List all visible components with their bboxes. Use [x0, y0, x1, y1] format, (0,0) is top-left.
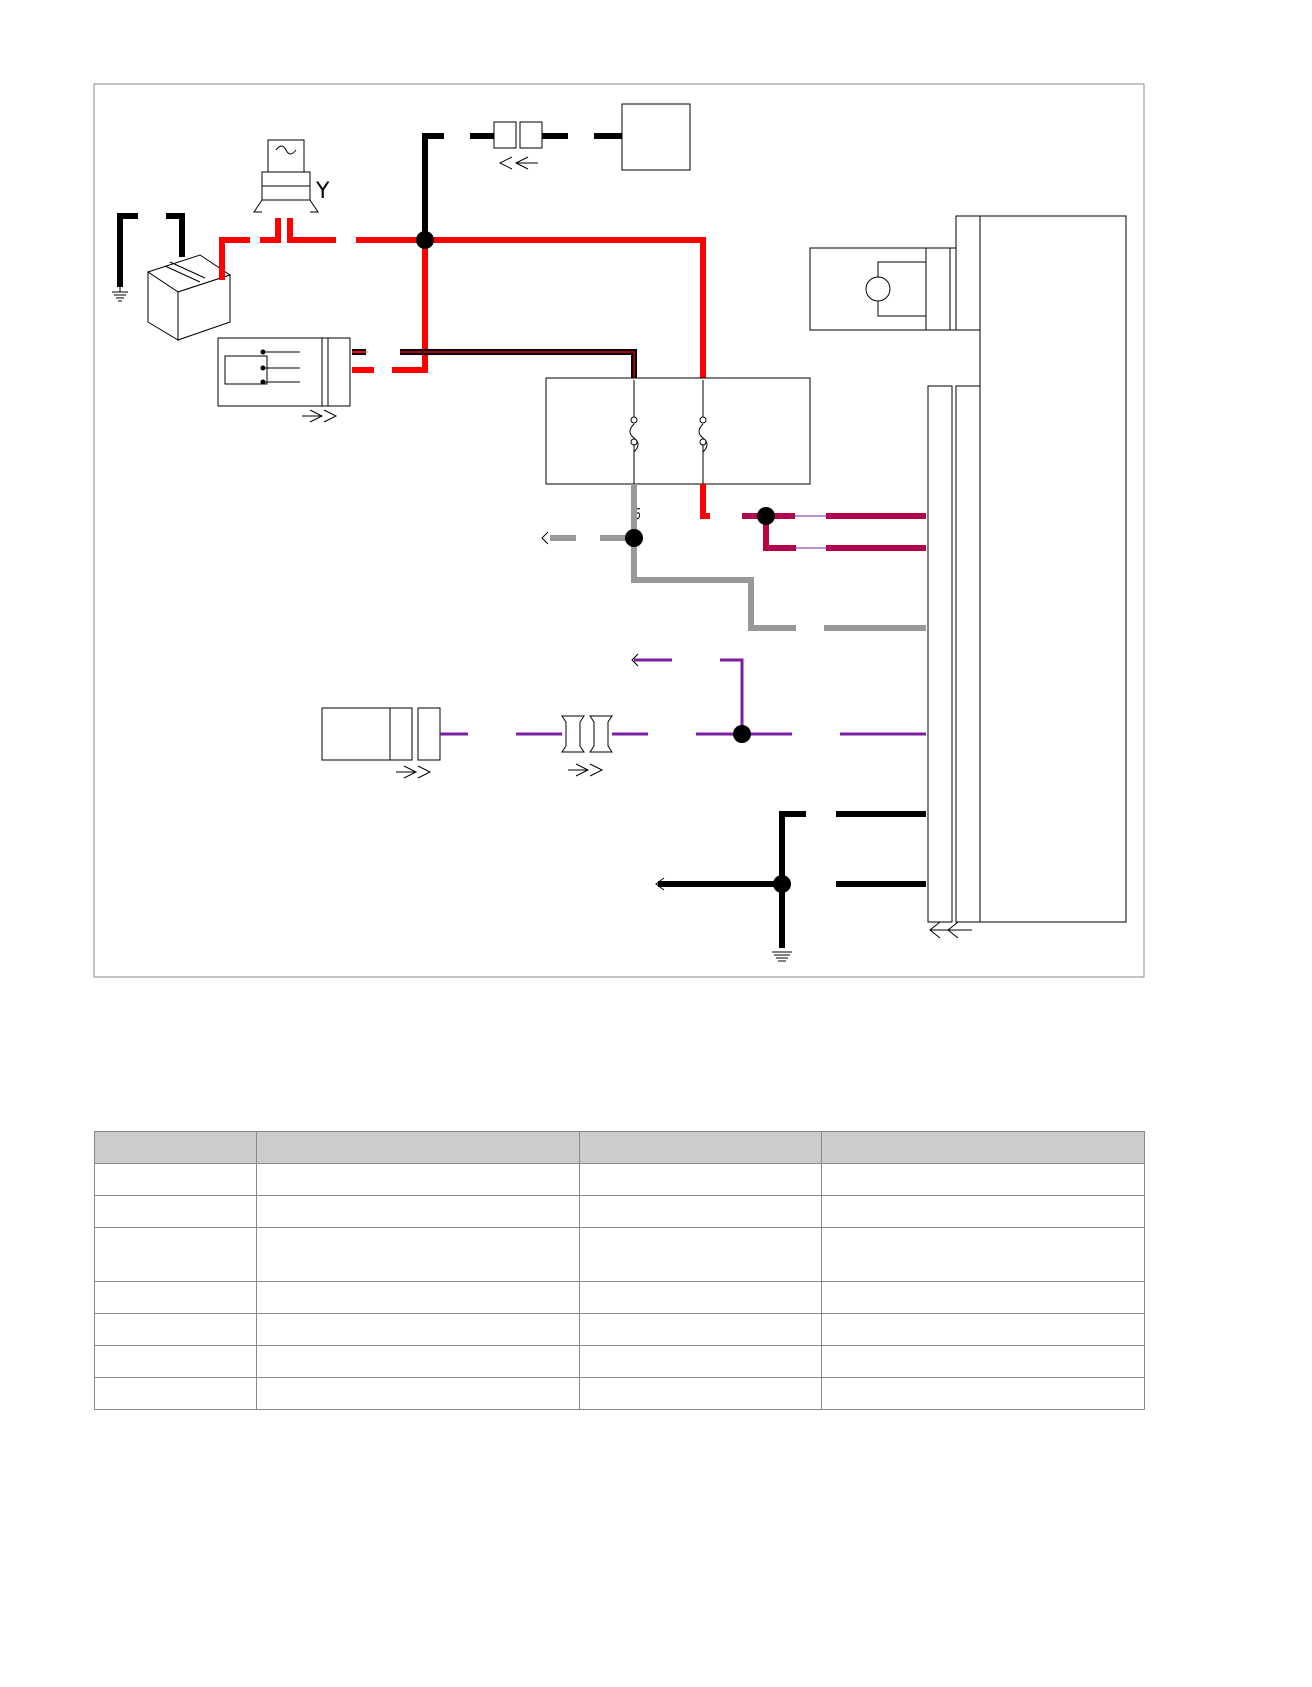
gray-wire-main	[631, 528, 796, 631]
legend-table	[94, 1131, 1145, 1410]
legend-header-cell	[256, 1131, 580, 1164]
table-row	[94, 1377, 1145, 1410]
table-cell	[256, 1345, 580, 1378]
table-cell	[821, 1163, 1145, 1196]
wiring-diagram: Y	[93, 83, 1145, 978]
splice-gray	[625, 529, 643, 547]
table-cell	[579, 1227, 822, 1282]
motor-icon	[809, 247, 957, 331]
table-row	[94, 1281, 1145, 1314]
legend-header-cell	[94, 1131, 257, 1164]
battery-ground-wire	[117, 213, 138, 287]
table-cell	[256, 1195, 580, 1228]
table-cell	[821, 1313, 1145, 1346]
splice-ground	[773, 875, 791, 893]
red-drop-to-switch	[392, 240, 428, 373]
legend-header-row	[94, 1131, 1145, 1164]
table-cell	[94, 1227, 257, 1282]
table-cell	[94, 1313, 257, 1346]
control-module	[927, 215, 1127, 939]
table-row	[94, 1195, 1145, 1228]
fuse-icon	[253, 139, 319, 213]
fuse-leg-right	[287, 218, 336, 243]
ground-wire-upper	[779, 811, 806, 884]
fuse-tag-label: Y	[315, 179, 330, 204]
table-cell	[579, 1313, 822, 1346]
table-cell	[94, 1281, 257, 1314]
table-cell	[256, 1281, 580, 1314]
legend-header-cell	[579, 1131, 822, 1164]
battery-neg-wire	[166, 213, 185, 257]
table-cell	[579, 1281, 822, 1314]
table-row	[94, 1227, 1145, 1282]
fuse-leg-left	[260, 218, 281, 243]
splice-violet	[733, 725, 751, 743]
table-cell	[821, 1281, 1145, 1314]
legend-header-cell	[821, 1131, 1145, 1164]
blk-red-wire	[400, 349, 637, 380]
table-row	[94, 1163, 1145, 1196]
connector-icon	[561, 715, 613, 777]
table-cell	[94, 1195, 257, 1228]
table-cell	[579, 1377, 822, 1410]
table-cell	[821, 1345, 1145, 1378]
table-cell	[94, 1377, 257, 1410]
red-from-fuse	[700, 484, 710, 519]
table-cell	[256, 1227, 580, 1282]
battery-icon	[146, 254, 232, 341]
battery-pos-wire	[219, 237, 250, 280]
table-cell	[579, 1195, 822, 1228]
sensor-icon	[321, 707, 441, 779]
table-cell	[256, 1163, 580, 1196]
splice-red-bus	[416, 231, 434, 249]
violet-riser	[720, 658, 744, 734]
fuse-box	[545, 377, 811, 485]
table-cell	[821, 1227, 1145, 1282]
ground-icon	[112, 287, 128, 302]
connector-icon	[493, 121, 543, 170]
ground-wire-arrow	[655, 877, 665, 891]
gray-wire-arrow	[541, 531, 549, 545]
switch-icon	[217, 337, 351, 423]
table-cell	[256, 1313, 580, 1346]
top-black-wire	[422, 133, 444, 240]
table-cell	[579, 1345, 822, 1378]
diagram-frame	[93, 83, 1145, 978]
table-row	[94, 1345, 1145, 1378]
top-module-box	[621, 103, 691, 171]
table-row	[94, 1313, 1145, 1346]
table-cell	[94, 1345, 257, 1378]
table-cell	[256, 1377, 580, 1410]
violet-arrow	[631, 653, 639, 667]
table-cell	[579, 1163, 822, 1196]
fuse-icon	[629, 380, 708, 484]
table-cell	[821, 1377, 1145, 1410]
table-cell	[94, 1163, 257, 1196]
blk-red-wire-tracer	[400, 351, 635, 380]
ground-icon	[772, 951, 792, 962]
table-cell	[821, 1195, 1145, 1228]
splice-red-violet	[757, 507, 775, 525]
